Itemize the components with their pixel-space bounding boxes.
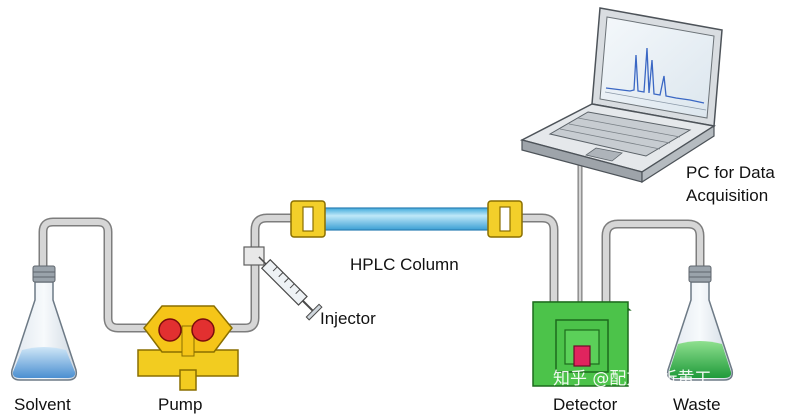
label-pc-line1: PC for Data: [686, 163, 775, 182]
detector-flow-cell: [573, 345, 591, 367]
tube-column-to-detector: [517, 213, 559, 307]
detector: [532, 301, 632, 387]
waste-flask: [666, 265, 734, 381]
solvent-flask: [10, 265, 78, 381]
column-fitting-right: [487, 200, 523, 238]
syringe-icon: [258, 256, 323, 321]
watermark: 知乎 @配方分析黄工: [553, 369, 711, 389]
label-waste: Waste: [673, 395, 721, 414]
waste-cap: [688, 265, 712, 283]
waste-liquid: [668, 341, 732, 378]
label-injector: Injector: [320, 309, 376, 328]
label-hplc-column: HPLC Column: [350, 255, 459, 274]
column-fitting-left: [290, 200, 326, 238]
hplc-column: [290, 200, 523, 238]
pump: [137, 305, 239, 391]
laptop-screen: [599, 16, 715, 119]
injector-valve: [243, 246, 265, 266]
injector: [243, 246, 323, 321]
label-pc-line2: Acquisition: [686, 186, 768, 205]
pump-head-right: [191, 318, 215, 342]
tube-detector-to-waste: [601, 219, 705, 307]
solvent-cap: [32, 265, 56, 283]
label-pump: Pump: [158, 395, 202, 414]
label-detector: Detector: [553, 395, 618, 414]
tube-solvent-to-pump: [38, 217, 155, 333]
label-solvent: Solvent: [14, 395, 71, 414]
solvent-liquid: [12, 347, 76, 378]
pump-head-left: [158, 318, 182, 342]
tubing: [38, 147, 705, 333]
chromatogram-trace: [605, 47, 705, 104]
laptop-icon: [519, 7, 723, 184]
